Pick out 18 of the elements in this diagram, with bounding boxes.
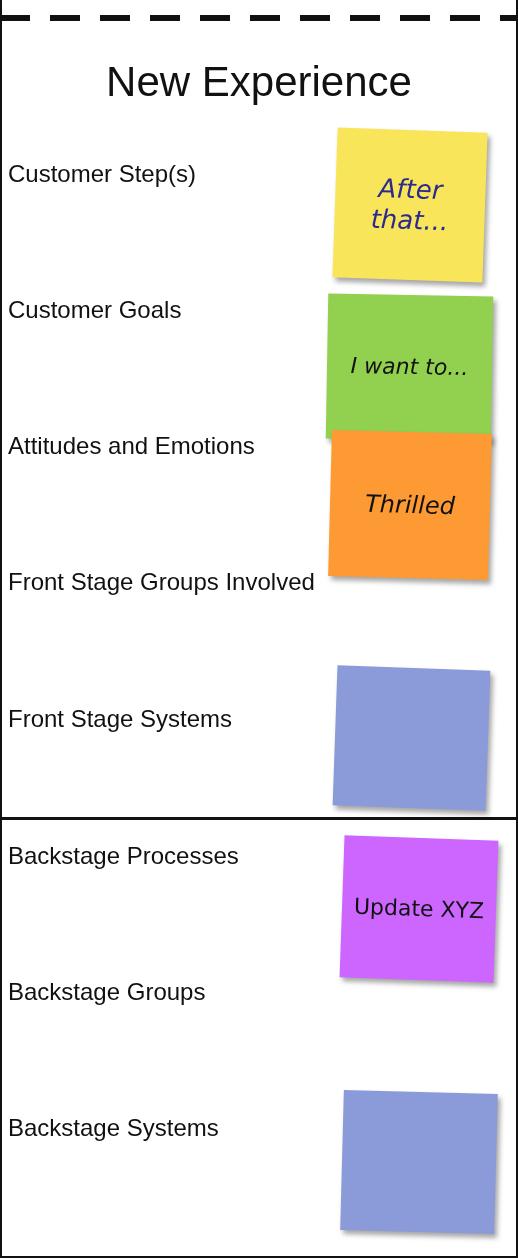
note-text: Update XYZ [353,893,485,925]
row-label: Customer Step(s) [8,160,197,188]
row-label: Customer Goals [8,296,182,324]
note-text: After that... [369,171,450,239]
sticky-note [328,429,492,581]
sticky-note [340,1090,498,1234]
title: New Experience [105,58,413,106]
sticky-note [332,665,491,811]
row-label: Front Stage Systems [8,705,233,733]
sticky-note [339,835,499,983]
row-label: Backstage Processes [8,842,239,870]
sticky-note [332,127,488,283]
row-label: Backstage Groups [8,978,206,1006]
row-label: Attitudes and Emotions [8,432,255,460]
note-text: I want to... [350,353,469,382]
row-label: Front Stage Groups Involved [8,568,315,596]
row-label: Backstage Systems [8,1114,219,1142]
note-text: Thrilled [364,489,456,521]
